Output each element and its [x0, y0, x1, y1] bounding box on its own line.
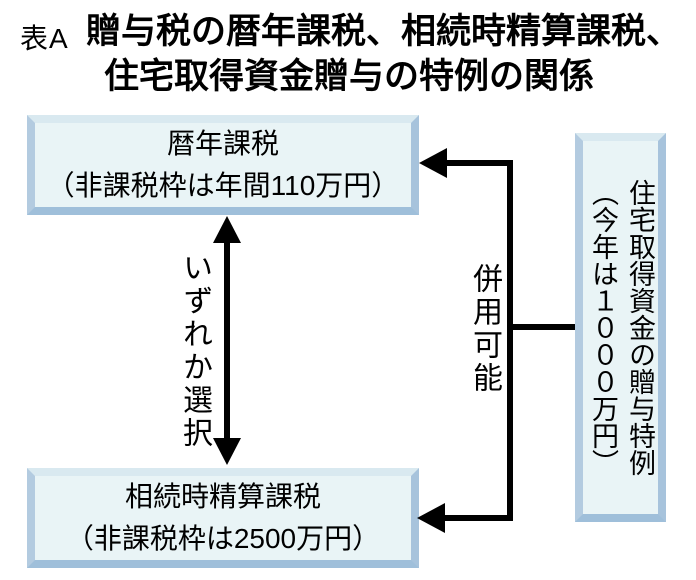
box-housing-funds-text: 住宅取得資金の贈与特例 （今年は１０００万円）: [583, 141, 658, 514]
figure-label: 表A: [20, 23, 69, 54]
box-housing-funds-special: 住宅取得資金の贈与特例 （今年は１０００万円）: [575, 133, 666, 522]
housing-funds-col2: （今年は１０００万円）: [588, 179, 618, 476]
either-choice-label: いずれか選択: [178, 252, 211, 450]
arrow-into-bottom-box-icon: [417, 503, 445, 533]
connector-stub-line: [511, 324, 575, 330]
box-calendar-year-text: 暦年課税 （非課税枠は年間110万円）: [35, 123, 411, 207]
arrow-into-top-box-icon: [419, 148, 447, 178]
box-settlement-taxation: 相続時精算課税 （非課税枠は2500万円）: [27, 468, 419, 568]
connector-vertical-line: [507, 160, 513, 521]
double-arrow-shaft: [224, 241, 230, 440]
calendar-year-detail: （非課税枠は年間110万円）: [46, 170, 400, 201]
housing-funds-col1: 住宅取得資金の贈与特例: [625, 179, 655, 476]
figure-title-line2: 住宅取得資金贈与の特例の関係: [104, 57, 595, 96]
settlement-name: 相続時精算課税: [124, 481, 321, 512]
figure-title-line1: 贈与税の暦年課税、相続時精算課税、: [86, 12, 682, 51]
combine-allowed-label: 併用可能: [468, 263, 501, 395]
box-calendar-year-taxation: 暦年課税 （非課税枠は年間110万円）: [27, 115, 419, 215]
connector-top-line: [446, 160, 509, 166]
double-arrow-down-head-icon: [213, 438, 241, 465]
connector-bottom-line: [444, 515, 509, 521]
figure-title: 贈与税の暦年課税、相続時精算課税、 住宅取得資金贈与の特例の関係: [86, 9, 681, 99]
settlement-detail: （非課税枠は2500万円）: [65, 523, 381, 554]
box-settlement-text: 相続時精算課税 （非課税枠は2500万円）: [35, 476, 411, 560]
double-arrow-up-head-icon: [213, 216, 241, 243]
calendar-year-name: 暦年課税: [166, 128, 279, 159]
